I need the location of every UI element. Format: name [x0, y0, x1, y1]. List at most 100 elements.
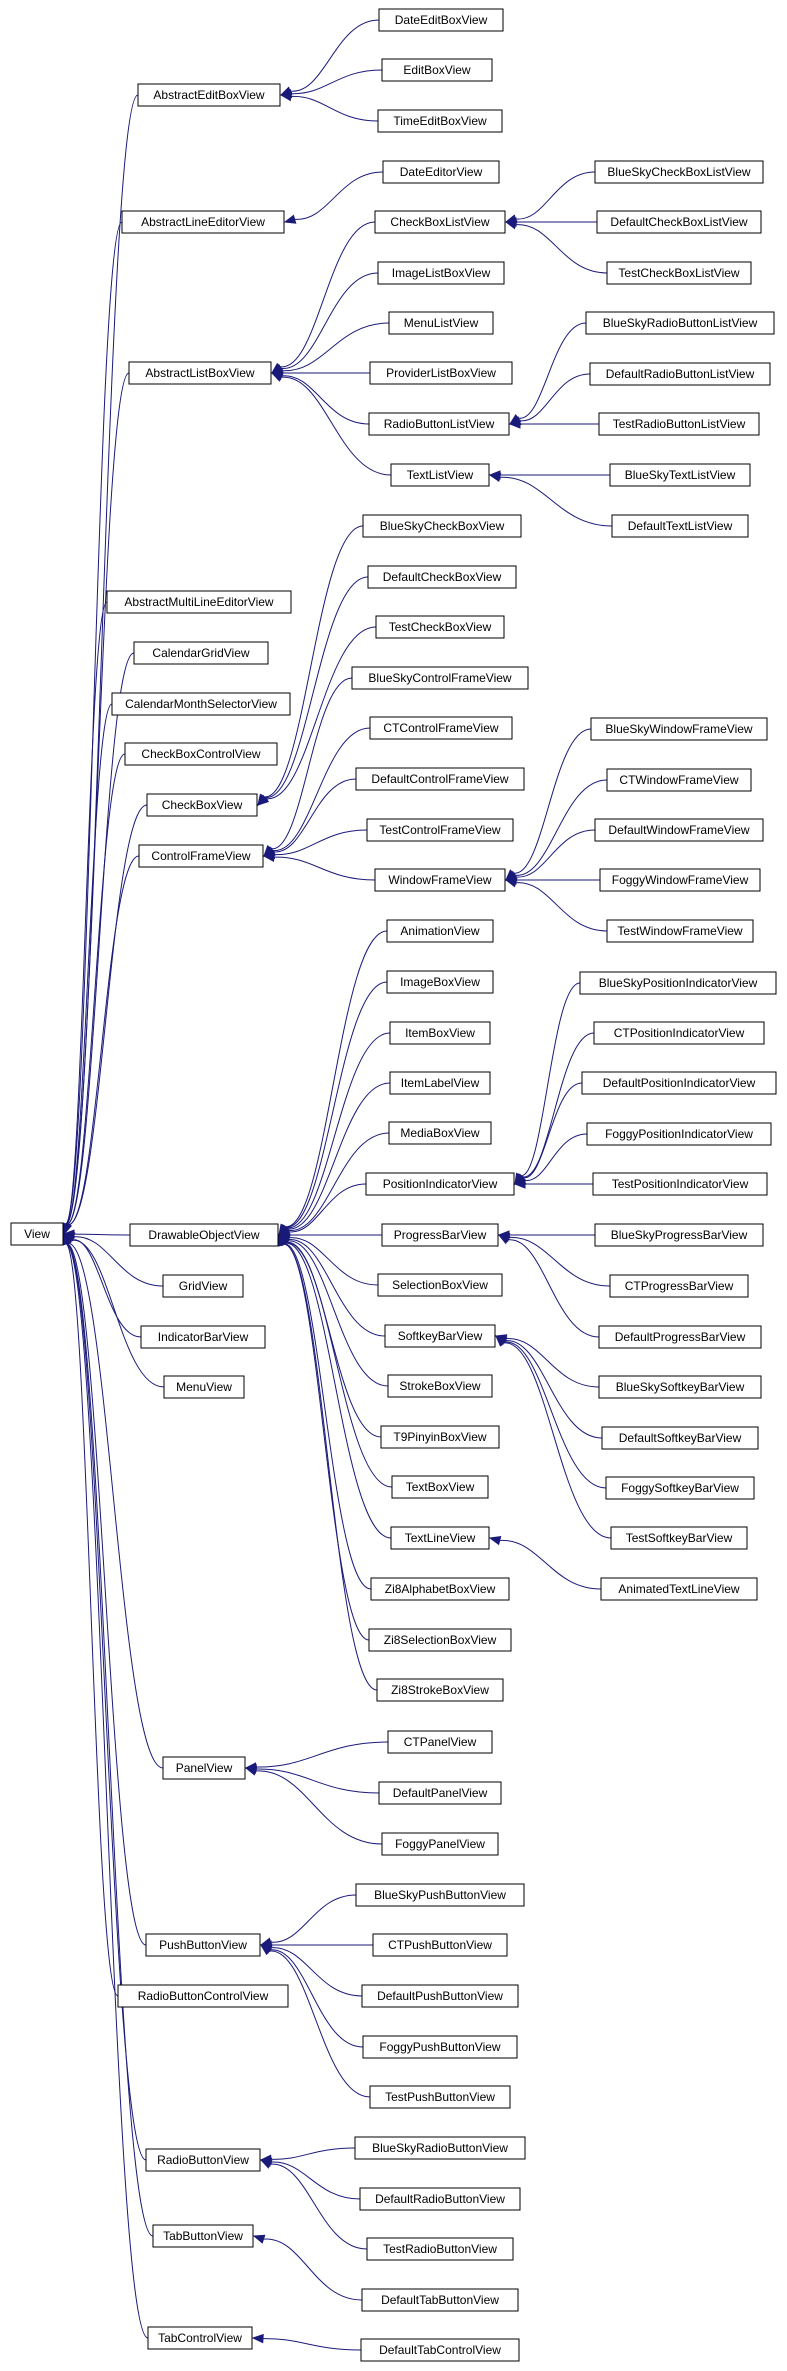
node-time-edit-box-view[interactable]: TimeEditBoxView	[377, 109, 503, 133]
node-box[interactable]	[593, 1021, 765, 1045]
node-box[interactable]	[377, 261, 505, 285]
node-blue-sky-radio-button-view[interactable]: BlueSkyRadioButtonView	[354, 2136, 526, 2160]
node-abstract-edit-box-view[interactable]: AbstractEditBoxView	[137, 83, 281, 107]
node-box[interactable]	[368, 412, 510, 436]
node-box[interactable]	[362, 514, 522, 538]
node-blue-sky-position-indicator-view[interactable]: BlueSkyPositionIndicatorView	[579, 971, 777, 995]
node-default-softkey-bar-view[interactable]: DefaultSoftkeyBarView	[601, 1426, 759, 1450]
node-selection-box-view[interactable]: SelectionBoxView	[377, 1273, 503, 1297]
node-item-box-view[interactable]: ItemBoxView	[389, 1021, 491, 1045]
node-box[interactable]	[594, 1223, 764, 1247]
node-box[interactable]	[129, 1223, 279, 1247]
node-animation-view[interactable]: AnimationView	[386, 919, 494, 943]
node-box[interactable]	[381, 58, 493, 82]
node-box[interactable]	[361, 2288, 519, 2312]
node-box[interactable]	[369, 2085, 511, 2109]
node-stroke-box-view[interactable]: StrokeBoxView	[387, 1374, 493, 1398]
node-box[interactable]	[388, 311, 494, 335]
node-ct-progress-bar-view[interactable]: CTProgressBarView	[609, 1274, 749, 1298]
node-zi8-stroke-box-view[interactable]: Zi8StrokeBoxView	[376, 1678, 504, 1702]
node-image-list-box-view[interactable]: ImageListBoxView	[377, 261, 505, 285]
node-box[interactable]	[596, 210, 762, 234]
node-box[interactable]	[579, 971, 777, 995]
node-default-check-box-list-view[interactable]: DefaultCheckBoxListView	[596, 210, 762, 234]
node-box[interactable]	[368, 1628, 512, 1652]
node-abstract-line-editor-view[interactable]: AbstractLineEditorView	[121, 210, 285, 234]
node-abstract-list-box-view[interactable]: AbstractListBoxView	[128, 361, 272, 385]
node-blue-sky-text-list-view[interactable]: BlueSkyTextListView	[609, 463, 751, 487]
node-default-tab-control-view[interactable]: DefaultTabControlView	[360, 2338, 520, 2362]
node-default-check-box-view[interactable]: DefaultCheckBoxView	[367, 565, 517, 589]
node-box[interactable]	[386, 970, 494, 994]
node-box[interactable]	[140, 1325, 266, 1349]
node-box[interactable]	[365, 1172, 515, 1196]
node-box[interactable]	[598, 412, 760, 436]
node-box[interactable]	[146, 793, 258, 817]
node-box[interactable]	[128, 361, 272, 385]
node-grid-view[interactable]: GridView	[162, 1274, 244, 1298]
node-box[interactable]	[377, 1273, 503, 1297]
node-box[interactable]	[599, 868, 761, 892]
node-blue-sky-check-box-view[interactable]: BlueSkyCheckBoxView	[362, 514, 522, 538]
node-default-tab-button-view[interactable]: DefaultTabButtonView	[361, 2288, 519, 2312]
node-box[interactable]	[581, 1071, 777, 1095]
node-box[interactable]	[355, 1883, 525, 1907]
node-box[interactable]	[362, 2035, 518, 2059]
node-foggy-panel-view[interactable]: FoggyPanelView	[381, 1832, 499, 1856]
node-foggy-softkey-bar-view[interactable]: FoggySoftkeyBarView	[605, 1476, 755, 1500]
node-box[interactable]	[384, 1324, 496, 1348]
node-window-frame-view[interactable]: WindowFrameView	[374, 868, 506, 892]
node-text-line-view[interactable]: TextLineView	[390, 1526, 490, 1550]
node-test-softkey-bar-view[interactable]: TestSoftkeyBarView	[610, 1526, 748, 1550]
node-box[interactable]	[369, 361, 513, 385]
node-test-window-frame-view[interactable]: TestWindowFrameView	[606, 919, 754, 943]
node-box[interactable]	[390, 1526, 490, 1550]
node-date-editor-view[interactable]: DateEditorView	[382, 160, 500, 184]
node-box[interactable]	[375, 615, 505, 639]
node-box[interactable]	[589, 362, 771, 386]
node-box[interactable]	[372, 1933, 508, 1957]
node-blue-sky-control-frame-view[interactable]: BlueSkyControlFrameView	[351, 666, 529, 690]
node-box[interactable]	[361, 1984, 519, 2008]
node-radio-button-list-view[interactable]: RadioButtonListView	[368, 412, 510, 436]
node-blue-sky-window-frame-view[interactable]: BlueSkyWindowFrameView	[590, 717, 768, 741]
node-check-box-list-view[interactable]: CheckBoxListView	[374, 210, 506, 234]
node-box[interactable]	[137, 83, 281, 107]
node-ct-control-frame-view[interactable]: CTControlFrameView	[369, 716, 513, 740]
node-box[interactable]	[386, 919, 494, 943]
node-box[interactable]	[162, 1274, 244, 1298]
node-box[interactable]	[606, 261, 752, 285]
node-blue-sky-softkey-bar-view[interactable]: BlueSkySoftkeyBarView	[598, 1375, 762, 1399]
node-softkey-bar-view[interactable]: SoftkeyBarView	[384, 1324, 496, 1348]
node-box[interactable]	[145, 2148, 261, 2172]
node-box[interactable]	[389, 1021, 491, 1045]
node-blue-sky-progress-bar-view[interactable]: BlueSkyProgressBarView	[594, 1223, 764, 1247]
node-box[interactable]	[390, 463, 490, 487]
node-box[interactable]	[163, 1375, 245, 1399]
node-date-edit-box-view[interactable]: DateEditBoxView	[378, 8, 504, 32]
node-box[interactable]	[585, 311, 775, 335]
node-box[interactable]	[124, 742, 278, 766]
node-box[interactable]	[381, 1223, 499, 1247]
node-box[interactable]	[10, 1222, 64, 1246]
node-box[interactable]	[377, 109, 503, 133]
node-box[interactable]	[387, 1374, 493, 1398]
node-box[interactable]	[355, 767, 525, 791]
node-test-check-box-view[interactable]: TestCheckBoxView	[375, 615, 505, 639]
node-ct-push-button-view[interactable]: CTPushButtonView	[372, 1933, 508, 1957]
node-calendar-grid-view[interactable]: CalendarGridView	[133, 641, 269, 665]
node-default-position-indicator-view[interactable]: DefaultPositionIndicatorView	[581, 1071, 777, 1095]
node-text-list-view[interactable]: TextListView	[390, 463, 490, 487]
node-box[interactable]	[162, 1756, 246, 1780]
node-box[interactable]	[366, 818, 514, 842]
node-progress-bar-view[interactable]: ProgressBarView	[381, 1223, 499, 1247]
node-box[interactable]	[609, 463, 751, 487]
node-box[interactable]	[121, 210, 285, 234]
node-calendar-month-selector-view[interactable]: CalendarMonthSelectorView	[111, 692, 291, 716]
node-control-frame-view[interactable]: ControlFrameView	[138, 844, 264, 868]
node-box[interactable]	[145, 1933, 261, 1957]
node-item-label-view[interactable]: ItemLabelView	[389, 1071, 491, 1095]
node-ct-position-indicator-view[interactable]: CTPositionIndicatorView	[593, 1021, 765, 1045]
node-box[interactable]	[382, 160, 500, 184]
node-box[interactable]	[610, 1526, 748, 1550]
